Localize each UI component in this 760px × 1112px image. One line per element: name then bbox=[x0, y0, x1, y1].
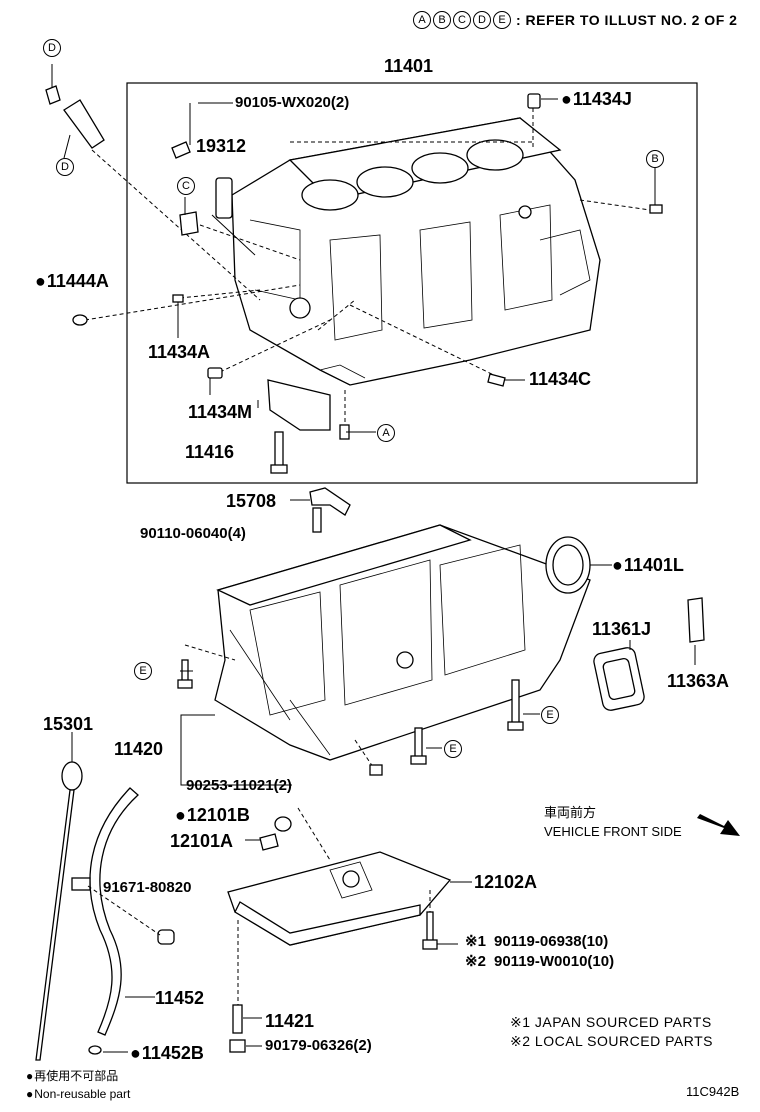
label-11420[interactable]: 11420 bbox=[114, 739, 164, 759]
oil-pan-lower-drawing bbox=[227, 851, 452, 946]
ref-marker-e3: E bbox=[444, 740, 462, 758]
label-12101B[interactable]: 12101B bbox=[175, 806, 250, 824]
label-11401[interactable]: 11401 bbox=[384, 56, 434, 76]
ref-marker-d-mid: D bbox=[56, 158, 74, 176]
label-11434A[interactable]: 11434A bbox=[148, 342, 211, 362]
label-11434C[interactable]: 11434C bbox=[529, 369, 592, 389]
label-90119-W0010[interactable]: 90119-W0010(10) bbox=[494, 953, 615, 970]
ref-circle-d: D bbox=[473, 11, 491, 29]
label-11416[interactable]: 11416 bbox=[185, 442, 235, 462]
ref-circle-b: B bbox=[433, 11, 451, 29]
label-12101A[interactable]: 12101A bbox=[170, 831, 234, 851]
label-11361J[interactable]: 11361J bbox=[592, 619, 652, 639]
label-11434J[interactable]: 11434J bbox=[561, 90, 632, 108]
ref-marker-b: B bbox=[646, 150, 664, 168]
label-11401L[interactable]: 11401L bbox=[612, 556, 684, 574]
label-11452[interactable]: 11452 bbox=[155, 988, 205, 1008]
front-arrow-icon bbox=[697, 814, 740, 836]
ref-marker-e1: E bbox=[134, 662, 152, 680]
figure-code: 11C942B bbox=[686, 1084, 740, 1099]
label-mark1-a: ※1 bbox=[465, 933, 486, 950]
legend-nonreusable-jp: 再使用不可部品 bbox=[26, 1070, 118, 1082]
header-ref-note: : REFER TO ILLUST NO. 2 OF 2 bbox=[516, 12, 738, 28]
direction-label-jp: 車両前方 bbox=[544, 805, 597, 820]
label-15708[interactable]: 15708 bbox=[226, 491, 277, 511]
label-90105[interactable]: 90105-WX020(2) bbox=[235, 94, 350, 111]
label-11434M[interactable]: 11434M bbox=[188, 402, 253, 422]
label-90119-06938[interactable]: 90119-06938(10) bbox=[494, 933, 609, 950]
label-12102A[interactable]: 12102A bbox=[474, 872, 538, 892]
group-frame-11401 bbox=[126, 82, 698, 484]
ref-marker-c: C bbox=[177, 177, 195, 195]
ref-circle-c: C bbox=[453, 11, 471, 29]
direction-label-en: VEHICLE FRONT SIDE bbox=[544, 824, 682, 839]
label-11452B[interactable]: 11452B bbox=[130, 1044, 204, 1062]
legend-nonreusable-en: Non-reusable part bbox=[26, 1088, 130, 1100]
label-11363A[interactable]: 11363A bbox=[667, 671, 730, 691]
oil-pan-upper-drawing bbox=[214, 524, 591, 761]
label-91671[interactable]: 91671-80820 bbox=[103, 879, 192, 896]
note-local-sourced: ※2 LOCAL SOURCED PARTS bbox=[510, 1033, 713, 1049]
label-19312[interactable]: 19312 bbox=[196, 136, 247, 156]
cylinder-block-drawing bbox=[231, 117, 601, 386]
label-90253[interactable]: 90253-11021(2) bbox=[186, 777, 292, 794]
label-11421[interactable]: 11421 bbox=[265, 1011, 315, 1031]
ref-circle-e: E bbox=[493, 11, 511, 29]
ref-circle-a: A bbox=[413, 11, 431, 29]
note-japan-sourced: ※1 JAPAN SOURCED PARTS bbox=[510, 1014, 712, 1030]
label-15301[interactable]: 15301 bbox=[43, 714, 94, 734]
ref-marker-e2: E bbox=[541, 706, 559, 724]
label-90110[interactable]: 90110-06040(4) bbox=[140, 525, 246, 542]
ref-marker-a: A bbox=[377, 424, 395, 442]
ref-marker-d-top: D bbox=[43, 39, 61, 57]
label-11444A[interactable]: 11444A bbox=[35, 272, 109, 290]
label-mark2-a: ※2 bbox=[465, 953, 486, 970]
label-90179[interactable]: 90179-06326(2) bbox=[265, 1037, 372, 1054]
